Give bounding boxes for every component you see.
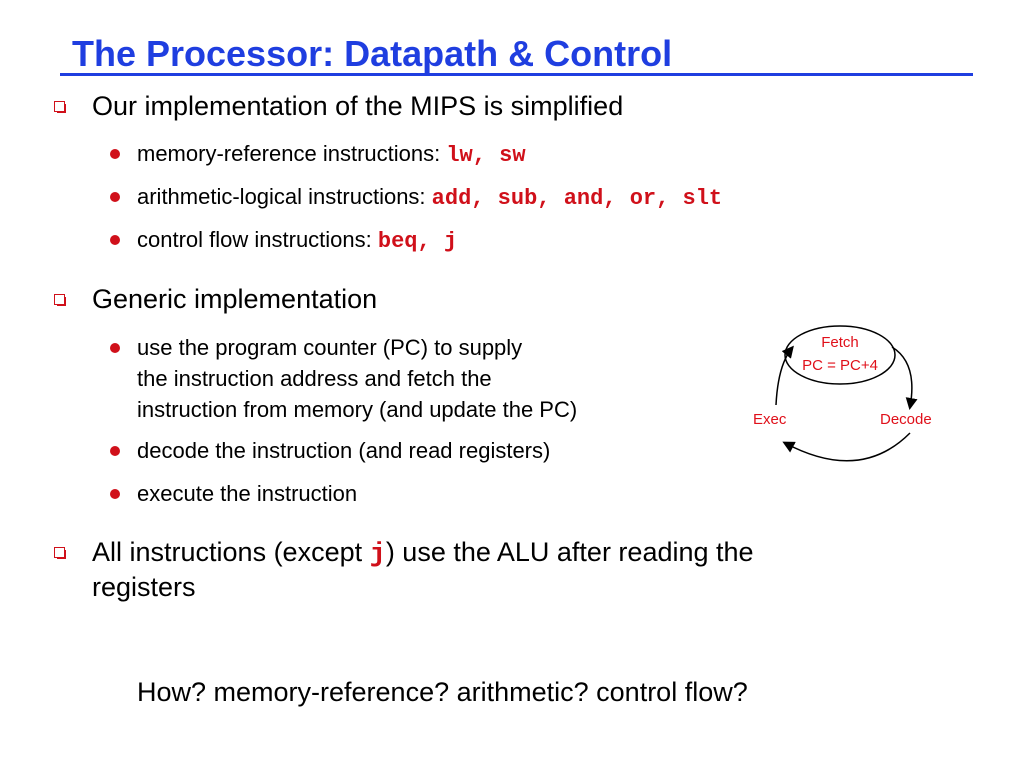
subitem-code: beq, j [377,229,458,254]
bullet-text-before: All instructions (except [92,537,370,567]
subitem-code: lw, sw [446,143,526,168]
subitem-memory-reference: memory-reference instructions: lw, sw [110,138,526,171]
subitem-line: the instruction address and fetch the [137,366,492,391]
decode-label: Decode [880,411,932,428]
subitem-control-flow: control flow instructions: beq, j [110,224,458,257]
subitem-line: instruction from memory (and update the … [137,397,578,422]
subitem-arithmetic-logical: arithmetic-logical instructions: add, su… [110,181,723,214]
subitem-label: control flow instructions: [137,227,372,252]
bullet-generic-implementation: Generic implementation [54,283,378,315]
bullet-mips-simplified: Our implementation of the MIPS is simpli… [54,90,624,122]
bullet-line-1: All instructions (except j) use the ALU … [92,536,754,571]
bullet-alu-usage: All instructions (except j) use the ALU … [54,536,754,603]
square-bullet-icon [54,101,66,113]
square-bullet-icon [54,547,66,559]
subitem-line: use the program counter (PC) to supply [137,335,523,360]
title-underline [60,73,973,76]
dot-bullet-icon [110,446,120,456]
subitem-program-counter: use the program counter (PC) to supply t… [110,332,578,425]
exec-label: Exec [753,411,787,428]
bullet-code: j [369,540,386,570]
subitem-label: decode the instruction (and read registe… [137,438,551,463]
pc-update-label: PC = PC+4 [802,357,878,374]
bullet-text: Our implementation of the MIPS is simpli… [92,91,624,121]
arrow-fetch-to-decode [891,346,918,410]
arrow-exec-to-fetch [775,345,794,406]
dot-bullet-icon [110,192,120,202]
square-bullet-icon [54,294,66,306]
dot-bullet-icon [110,149,120,159]
subitem-execute: execute the instruction [110,478,358,509]
subitem-label: arithmetic-logical instructions: [137,184,426,209]
subitem-label: memory-reference instructions: [137,141,441,166]
subitem-label: execute the instruction [137,481,358,506]
bullet-text: Generic implementation [92,284,378,314]
bullet-text-after: ) use the ALU after reading the [385,537,754,567]
bullet-line-2: registers [92,572,196,602]
instruction-cycle-diagram: Fetch PC = PC+4 Exec Decode [753,325,932,462]
subitem-decode: decode the instruction (and read registe… [110,435,551,466]
slide-title: The Processor: Datapath & Control [72,33,673,74]
dot-bullet-icon [110,235,120,245]
arrow-decode-to-exec [782,432,911,462]
subitem-code: add, sub, and, or, slt [431,186,723,211]
dot-bullet-icon [110,343,120,353]
dot-bullet-icon [110,489,120,499]
fetch-label: Fetch [821,334,859,351]
closing-question: How? memory-reference? arithmetic? contr… [137,677,748,707]
